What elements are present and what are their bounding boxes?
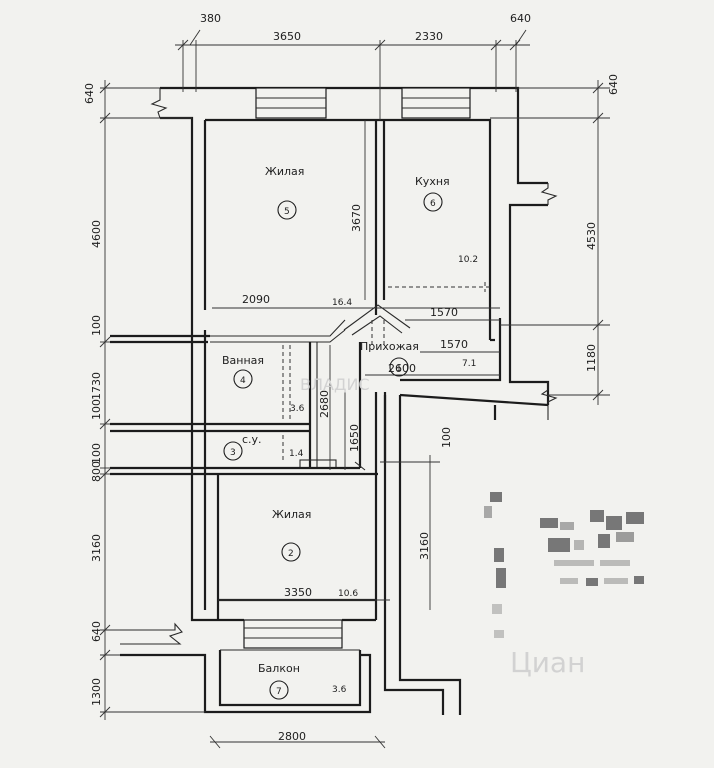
dim-top-3650: 3650 (273, 30, 301, 43)
room-2-number: 2 (288, 549, 294, 559)
dim-left-1730: 1730 (90, 372, 103, 400)
room-4-label: Ванная (222, 354, 264, 367)
dim-left-100c: 100 (90, 443, 103, 464)
dim-right-1180: 1180 (585, 344, 598, 372)
room-5-label: Жилая (265, 165, 304, 178)
room-4-area: 3.6 (290, 404, 305, 414)
redacted-stamp (484, 492, 644, 638)
dim-right-4530: 4530 (585, 222, 598, 250)
dim-right-640: 640 (607, 74, 620, 95)
room-6-label: Кухня (415, 175, 450, 188)
windows (243, 87, 471, 649)
room-5-area: 16.4 (332, 298, 352, 308)
dim-inner-100: 100 (440, 427, 453, 448)
room-7-area: 3.6 (332, 685, 347, 695)
room-5-number: 5 (284, 207, 290, 217)
room-2-label: Жилая (272, 508, 311, 521)
dim-left-1300: 1300 (90, 678, 103, 706)
dim-inner-1570b: 1570 (440, 338, 468, 351)
dim-top-2330: 2330 (415, 30, 443, 43)
dim-inner-2090: 2090 (242, 293, 270, 306)
room-4-number: 4 (240, 376, 246, 386)
dim-left-640: 640 (83, 83, 96, 104)
dimension-labels: 380 3650 2330 640 640 4600 100 1730 100 … (83, 12, 620, 743)
dim-left-4600: 4600 (90, 220, 103, 248)
dim-inner-3670: 3670 (350, 204, 363, 232)
dim-inner-2680: 2680 (318, 390, 331, 418)
dim-inner-1650: 1650 (348, 424, 361, 452)
room-1-label: Прихожая (360, 340, 419, 353)
watermark-cian: Циан (510, 646, 585, 679)
room-6-number: 6 (430, 199, 436, 209)
dim-inner-1570a: 1570 (430, 306, 458, 319)
dim-left-100b: 100 (90, 399, 103, 420)
room-7-label: Балкон (258, 662, 300, 675)
dim-left-100a: 100 (90, 315, 103, 336)
room-1-number: 1 (396, 364, 402, 374)
room-3-label: с.у. (242, 433, 262, 446)
watermark-vladis: ВЛАДИС (300, 375, 370, 394)
room-7-number: 7 (276, 687, 282, 697)
room-labels: Жилая 5 16.4 Кухня 6 10.2 Ванная 4 3.6 с… (222, 165, 478, 700)
dim-inner-3160: 3160 (418, 532, 431, 560)
dim-bottom-2800: 2800 (278, 730, 306, 743)
dim-left-3160: 3160 (90, 534, 103, 562)
room-3-area: 1.4 (289, 449, 304, 459)
dim-inner-2600: 2600 (388, 362, 416, 375)
room-6-area: 10.2 (458, 255, 478, 265)
watermarks: ВЛАДИС Циан (300, 375, 585, 679)
dim-inner-3350: 3350 (284, 586, 312, 599)
dim-left-800: 800 (90, 461, 103, 482)
dim-left-640b: 640 (90, 621, 103, 642)
dim-top-640: 640 (510, 12, 531, 25)
dim-top-380: 380 (200, 12, 221, 25)
room-3-number: 3 (230, 448, 236, 458)
dimension-lines (99, 29, 610, 749)
room-2-area: 10.6 (338, 589, 358, 599)
room-1-area: 7.1 (462, 359, 476, 369)
